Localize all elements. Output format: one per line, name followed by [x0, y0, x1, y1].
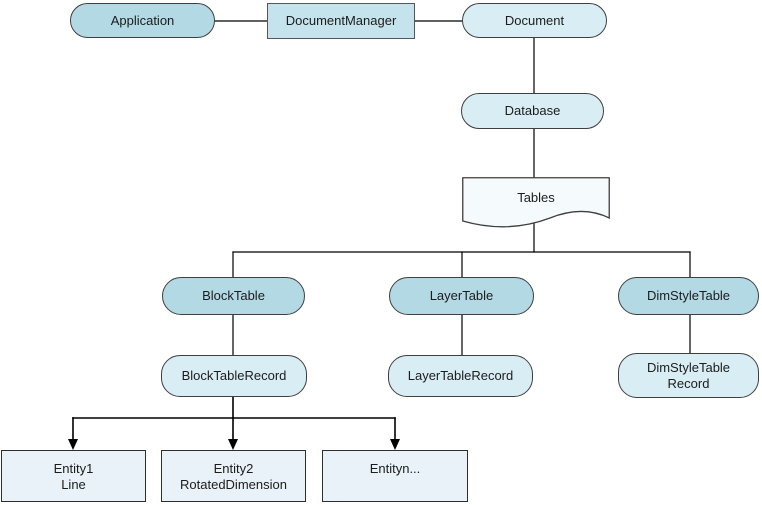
node-application-label: Application: [110, 12, 175, 28]
node-entity2-line2: RotatedDimension: [180, 477, 287, 492]
arrowhead-entity2: [228, 439, 238, 450]
node-database: Database: [461, 93, 604, 129]
node-block-table: BlockTable: [162, 277, 305, 315]
node-layer-table: LayerTable: [389, 277, 534, 315]
node-entity2: Entity2 RotatedDimension: [161, 450, 306, 502]
node-document-manager: DocumentManager: [267, 3, 415, 39]
node-document-label: Document: [504, 12, 565, 28]
node-layer-table-record: LayerTableRecord: [388, 355, 533, 397]
node-entityn-line1: Entityn...: [369, 461, 421, 476]
node-dim-style-table-record: DimStyleTable Record: [618, 353, 759, 398]
node-tables: Tables: [462, 177, 610, 233]
node-block-table-record-label: BlockTableRecord: [181, 368, 287, 383]
node-application: Application: [70, 3, 215, 38]
node-document: Document: [462, 3, 607, 38]
node-document-manager-label: DocumentManager: [285, 13, 397, 28]
node-database-label: Database: [504, 103, 561, 118]
node-entity1: Entity1 Line: [1, 450, 146, 502]
node-entityn: Entityn...: [322, 450, 468, 502]
node-block-table-record: BlockTableRecord: [161, 355, 307, 397]
node-dim-style-table-record-line2: Record: [667, 375, 710, 391]
document-shape: [462, 177, 610, 228]
node-entity1-line2: Line: [61, 477, 86, 492]
arrowhead-entityn: [390, 439, 400, 450]
node-dim-style-table-label: DimStyleTable: [646, 288, 731, 303]
node-block-table-label: BlockTable: [202, 288, 265, 303]
node-tables-label: Tables: [517, 189, 555, 205]
node-dim-style-table-record-line1: DimStyleTable: [646, 359, 731, 375]
arrowhead-entity1: [68, 439, 78, 450]
node-layer-table-record-label: LayerTableRecord: [407, 368, 514, 383]
node-entity1-line1: Entity1: [53, 461, 94, 476]
node-entity2-line1: Entity2: [213, 461, 254, 476]
node-dim-style-table: DimStyleTable: [618, 277, 759, 315]
node-layer-table-label: LayerTable: [429, 288, 494, 303]
